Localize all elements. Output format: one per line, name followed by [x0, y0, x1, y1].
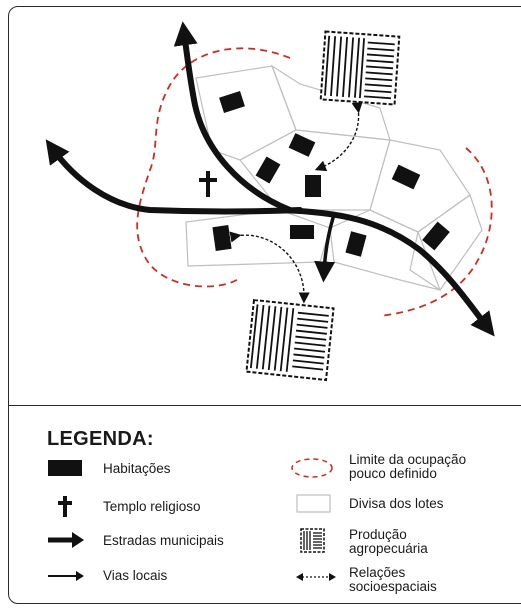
- figure-frame: [8, 6, 521, 604]
- legend-label-socio-spatial: Relações socioespaciais: [349, 565, 437, 594]
- local-road: [314, 216, 336, 283]
- farm-field: [245, 298, 335, 382]
- legend-label-lot-division: Divisa dos lotes: [349, 496, 444, 511]
- house: [345, 231, 367, 257]
- legend-divider: [8, 405, 521, 406]
- municipal-road-legend-icon: [48, 532, 84, 548]
- municipal-road-north: [173, 21, 293, 213]
- house: [288, 133, 316, 157]
- settlement-map: [45, 21, 495, 382]
- church-icon: [199, 171, 217, 197]
- municipal-road-west: [45, 139, 303, 215]
- house: [391, 164, 421, 190]
- local-road-legend-icon: [48, 571, 84, 581]
- farm-production-legend-icon: [300, 528, 325, 553]
- socio-spatial-relation: [229, 231, 310, 304]
- house: [212, 225, 232, 251]
- house: [290, 225, 314, 239]
- lot-boundary: [369, 139, 471, 233]
- occupation-limit-legend-icon: [291, 458, 333, 478]
- house: [305, 175, 321, 197]
- legend-title: LEGENDA:: [47, 428, 154, 450]
- legend-label-church: Templo religioso: [103, 499, 201, 514]
- socio-spatial-relation-legend-icon: [296, 573, 336, 581]
- legend-label-municipal-roads: Estradas municipais: [103, 533, 224, 548]
- municipal-roads: [45, 21, 495, 337]
- legend-label-houses: Habitações: [103, 461, 171, 476]
- lot-division-legend-icon: [296, 494, 331, 513]
- legend-label-occupation-limit: Limite da ocupação pouco definido: [349, 452, 467, 481]
- church-legend-icon: [58, 496, 72, 517]
- lot-boundary: [409, 194, 483, 291]
- house: [219, 90, 245, 114]
- legend-label-farm-production: Produção agropecuária: [349, 527, 428, 556]
- lot-boundary: [270, 64, 391, 141]
- socio-spatial-relation: [314, 101, 363, 172]
- legend-label-local-roads: Vias locais: [103, 568, 168, 583]
- occupation-limit: [379, 147, 493, 317]
- farm-field: [319, 30, 401, 106]
- house: [255, 156, 281, 184]
- house-legend-icon: [48, 460, 82, 476]
- occupation-limit: [136, 47, 291, 288]
- municipal-road-southeast: [277, 207, 495, 337]
- house: [422, 221, 450, 251]
